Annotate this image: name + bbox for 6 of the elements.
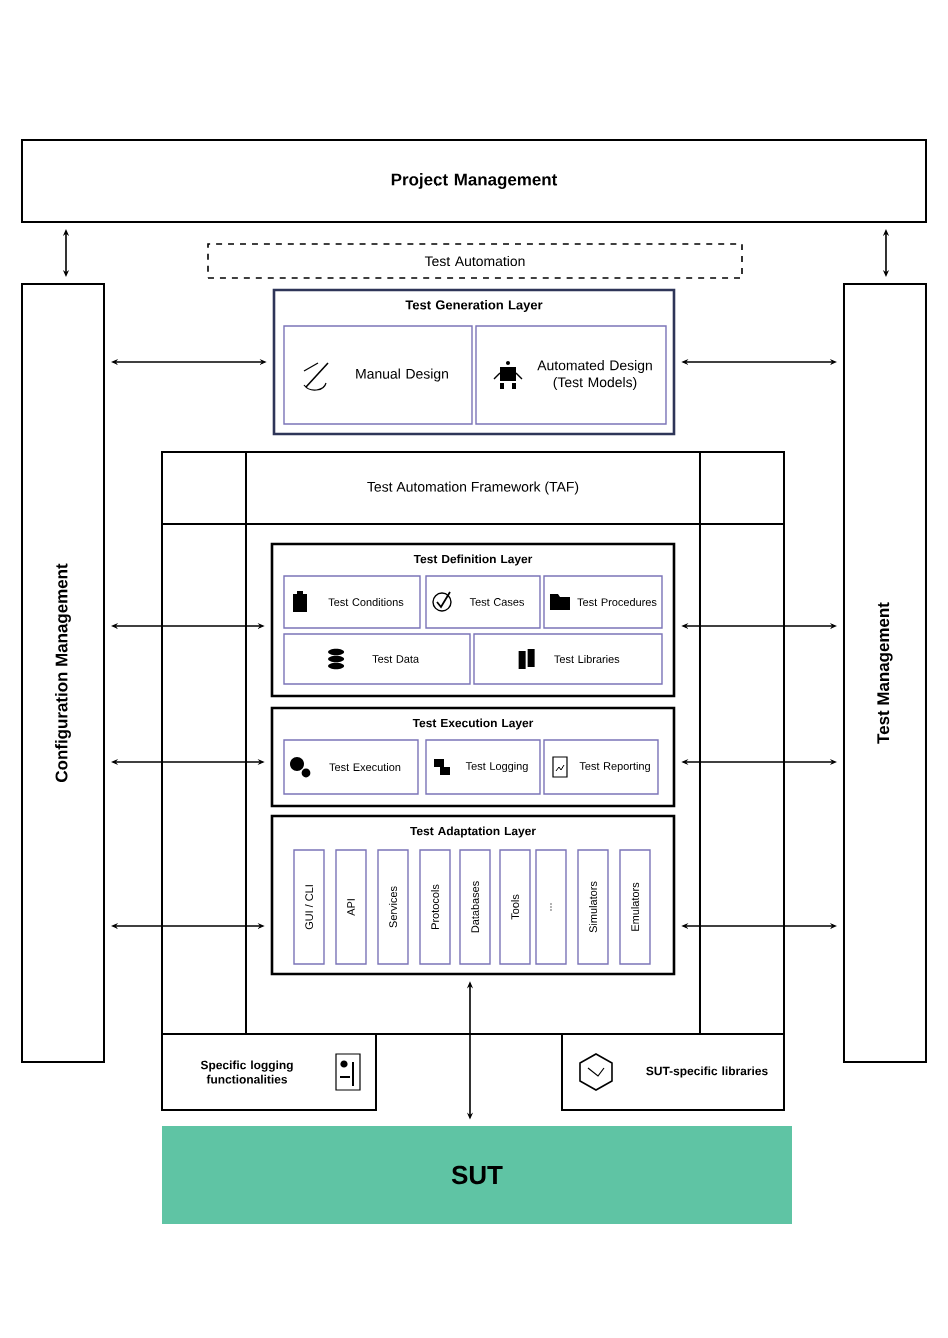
management-box: Configuration Management: [21, 283, 105, 1063]
sut-box: SUT: [162, 1126, 792, 1224]
arrow: [62, 229, 70, 277]
management-box: Project Management: [21, 139, 927, 223]
arrow: [882, 229, 890, 277]
management-box: Test Management: [843, 283, 927, 1063]
